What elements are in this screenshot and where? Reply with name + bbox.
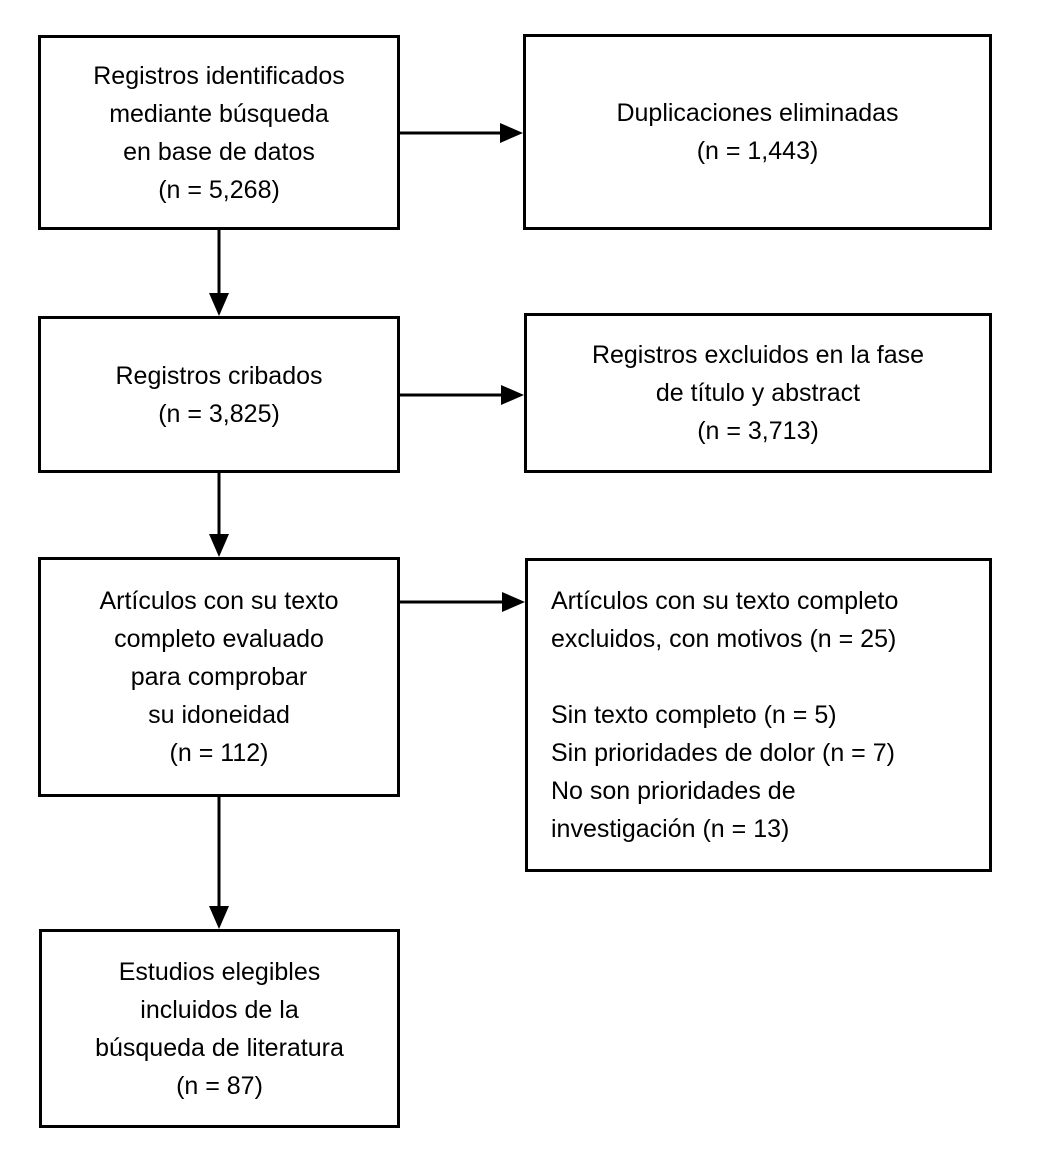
arrow-fulltext-to-included xyxy=(209,797,229,929)
box-fulltext-excluded-text: Artículos con su texto completo excluido… xyxy=(551,587,899,843)
arrow-identified-to-screened xyxy=(209,230,229,316)
box-records-screened: Registros cribados (n = 3,825) xyxy=(38,316,400,473)
box-studies-included-text: Estudios elegibles incluidos de la búsqu… xyxy=(95,957,344,1100)
box-fulltext-assessed: Artículos con su texto completo evaluado… xyxy=(38,557,400,797)
box-records-screened-text: Registros cribados (n = 3,825) xyxy=(115,361,323,428)
arrow-screened-to-fulltext xyxy=(209,473,229,557)
box-records-identified: Registros identificados mediante búsqued… xyxy=(38,35,400,230)
box-excluded-title-abstract: Registros excluidos en la fase de título… xyxy=(524,313,992,473)
arrow-fulltext-to-excluded xyxy=(400,592,525,612)
box-excluded-title-abstract-text: Registros excluidos en la fase de título… xyxy=(591,341,925,445)
box-duplicates-removed-text: Duplicaciones eliminadas (n = 1,443) xyxy=(616,99,899,165)
box-fulltext-excluded: Artículos con su texto completo excluido… xyxy=(525,558,992,872)
box-fulltext-assessed-text: Artículos con su texto completo evaluado… xyxy=(99,587,339,767)
box-duplicates-removed: Duplicaciones eliminadas (n = 1,443) xyxy=(523,34,992,230)
box-studies-included: Estudios elegibles incluidos de la búsqu… xyxy=(39,929,400,1128)
arrow-identified-to-duplicates xyxy=(400,123,523,143)
arrow-screened-to-excluded xyxy=(400,385,524,405)
box-records-identified-text: Registros identificados mediante búsqued… xyxy=(93,61,345,204)
